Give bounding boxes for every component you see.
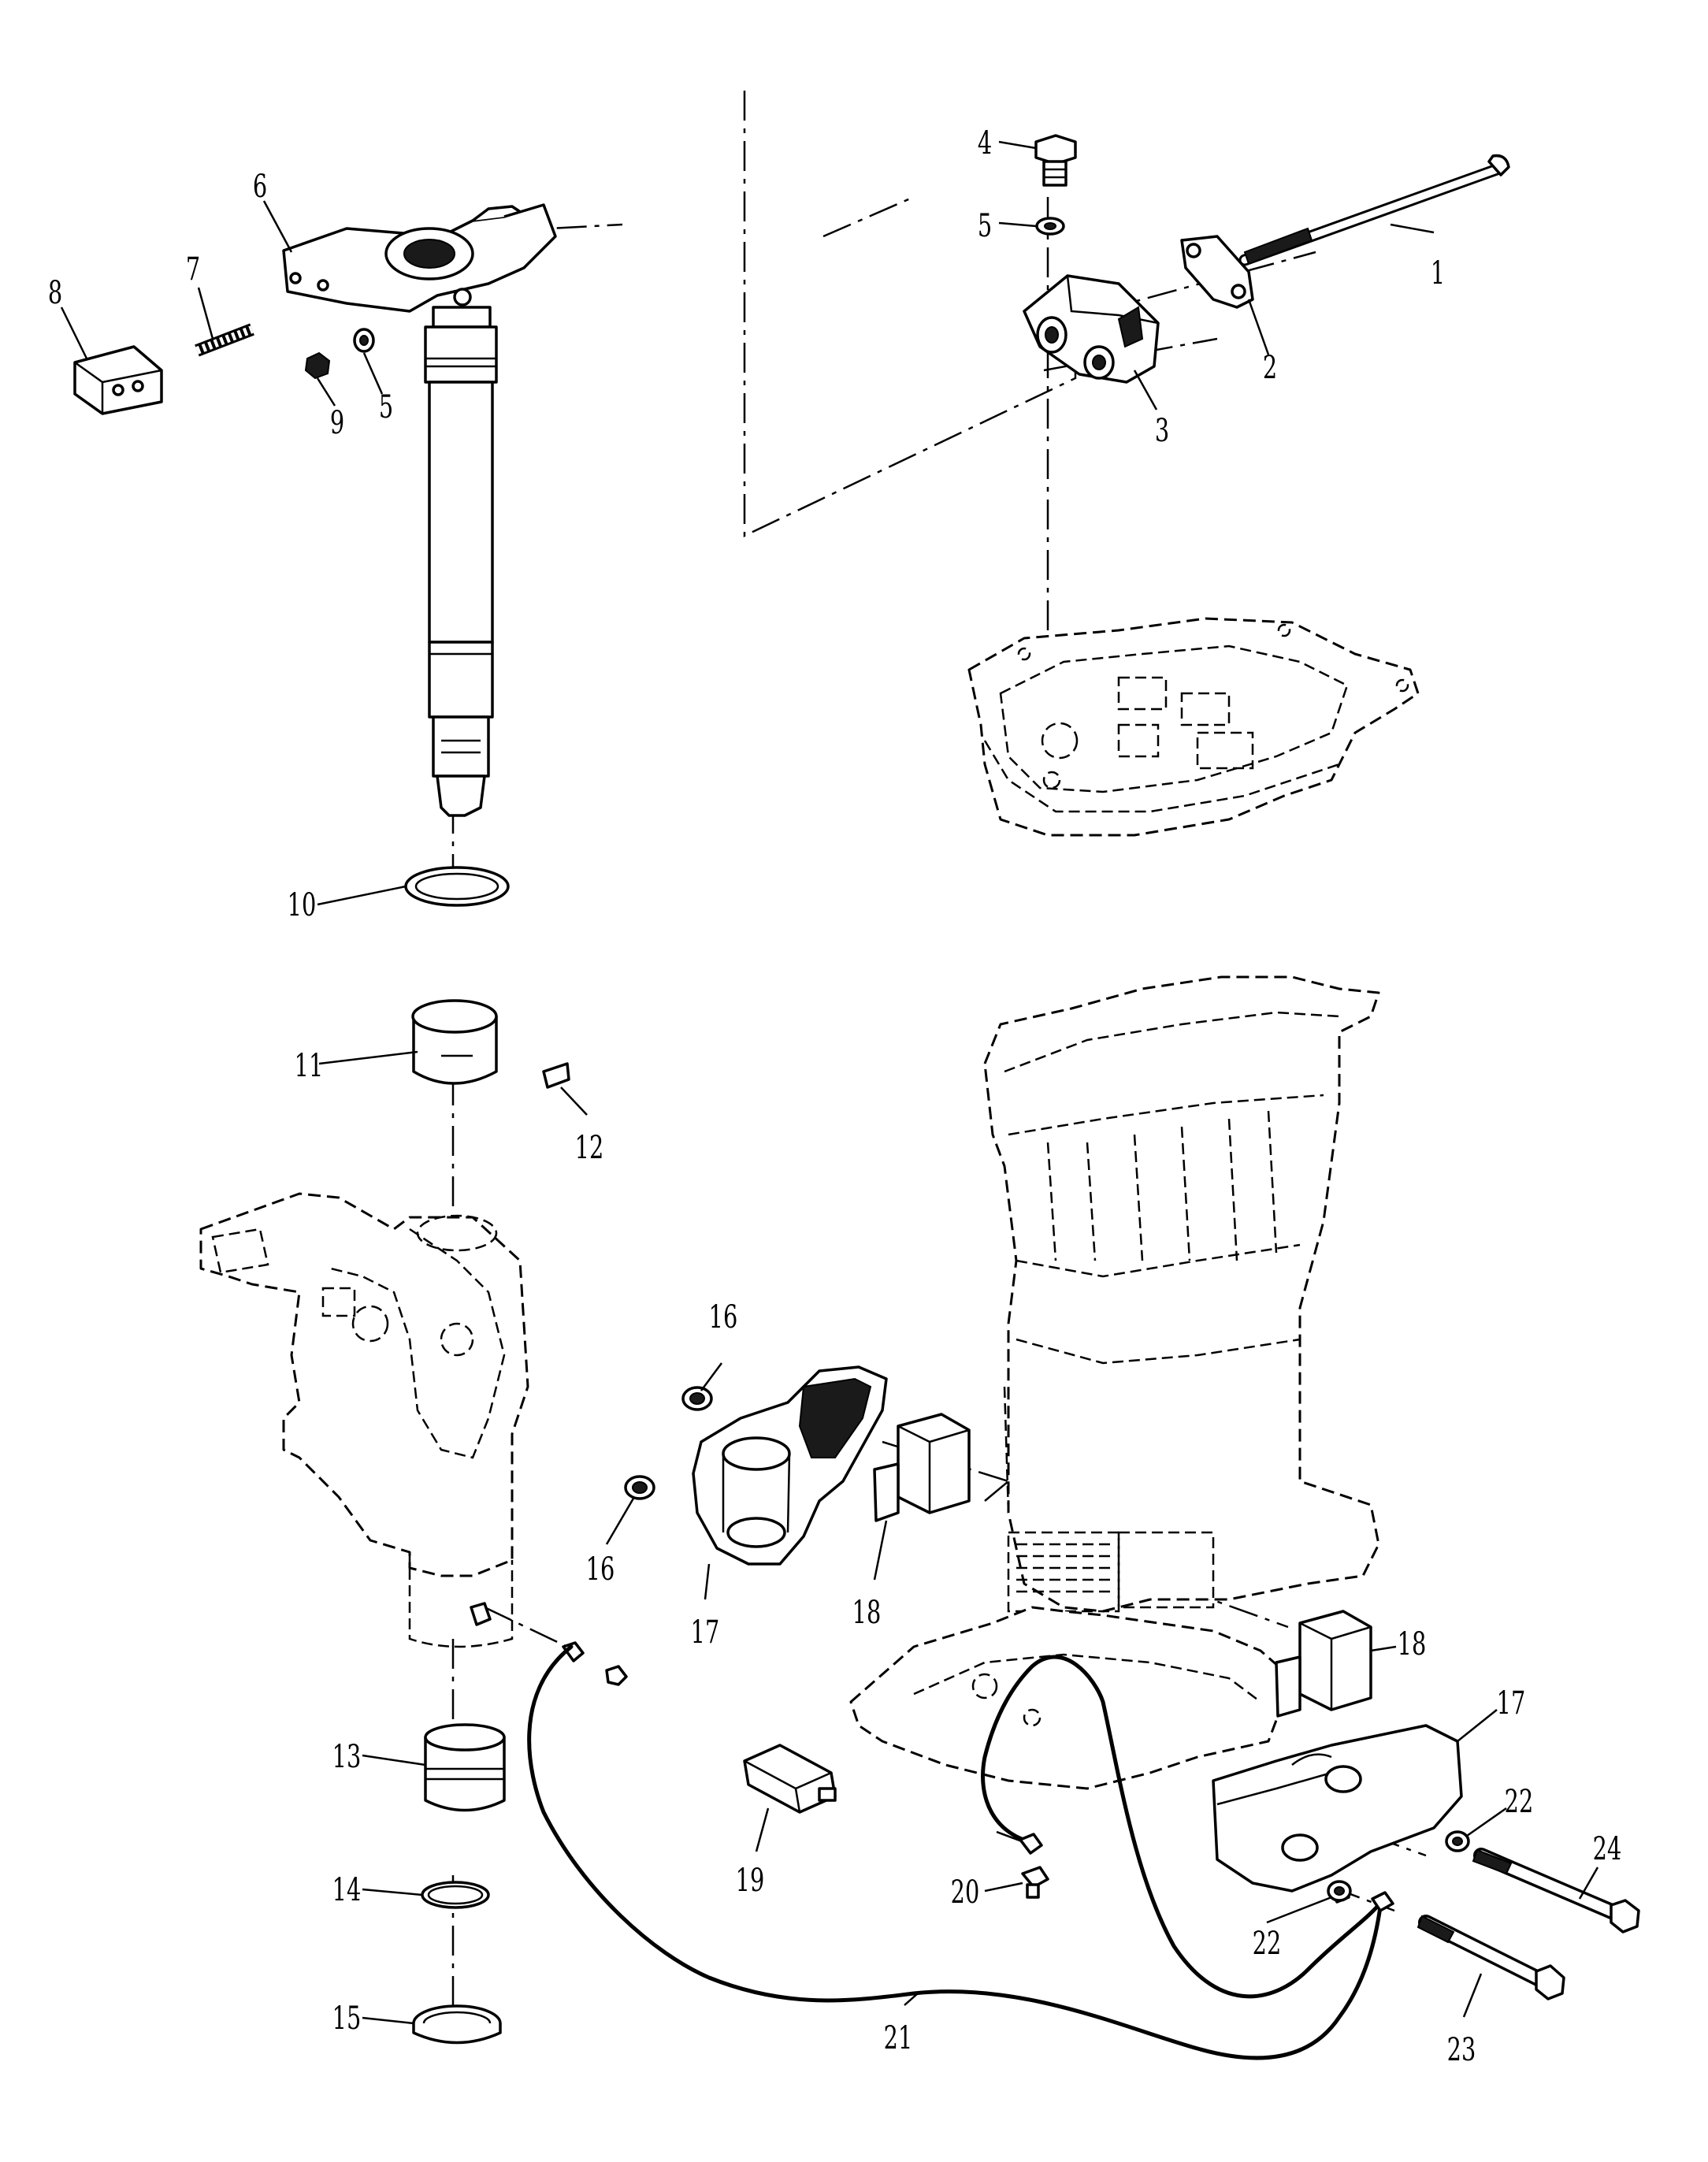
- callout-9: 9: [330, 405, 344, 441]
- leader-lines: [60, 140, 1599, 2025]
- callout-19: 19: [736, 1863, 765, 1899]
- nut-16-upper: [681, 1386, 713, 1411]
- washer-upper: [1035, 217, 1065, 236]
- callout-13: 13: [332, 1739, 362, 1775]
- callout-15: 15: [332, 2000, 362, 2037]
- steering-arm: [282, 203, 557, 313]
- swivel-bracket-reference: [199, 1192, 529, 1648]
- callout-20: 20: [951, 1874, 980, 1911]
- callout-3: 3: [1155, 413, 1169, 449]
- lower-seal: [412, 2004, 502, 2045]
- bushing-upper: [411, 999, 498, 1085]
- washer-22-upper: [1445, 1830, 1470, 1852]
- callout-6: 6: [253, 169, 267, 205]
- bushing-lower: [424, 1723, 506, 1812]
- callout-22-upper: 22: [1505, 1784, 1534, 1820]
- bolt-23: [1417, 1915, 1565, 2000]
- washer-lower: [353, 328, 375, 353]
- screw-20: [1021, 1866, 1049, 1899]
- callout-18-lower: 18: [1398, 1626, 1427, 1662]
- callout-18-upper: 18: [852, 1595, 882, 1631]
- callout-labels: 1 2 3 4 5 5 6 7 8 9 10 11 12 13 14 15 16…: [48, 125, 1621, 2068]
- callout-4: 4: [978, 125, 992, 162]
- callout-16-upper: 16: [709, 1299, 738, 1335]
- callout-17-upper: 17: [691, 1614, 720, 1651]
- callout-23: 23: [1447, 2032, 1476, 2068]
- driveshaft-housing-reference: [849, 975, 1380, 1790]
- bracket-plate: [1180, 235, 1254, 309]
- nut-9: [304, 351, 331, 380]
- mount-housing-lower: [1212, 1724, 1463, 1893]
- block: [73, 345, 163, 415]
- upper-casing-reference: [967, 617, 1420, 837]
- steering-shaft: [424, 306, 498, 817]
- clip: [542, 1062, 570, 1089]
- callout-17-lower: 17: [1497, 1685, 1526, 1722]
- callout-10: 10: [288, 887, 317, 923]
- callout-22-lower: 22: [1253, 1926, 1282, 1962]
- callout-5-upper: 5: [978, 208, 992, 244]
- callout-21: 21: [884, 2020, 913, 2056]
- bolt-24: [1472, 1848, 1640, 1934]
- electronic-module: [743, 1744, 837, 1814]
- rubber-mount-upper: [873, 1413, 971, 1522]
- callout-5-lower: 5: [379, 389, 393, 425]
- callout-11: 11: [295, 1048, 324, 1084]
- long-bolt: [1238, 154, 1510, 266]
- callout-8: 8: [48, 275, 62, 311]
- callout-1: 1: [1431, 255, 1445, 292]
- callout-12: 12: [575, 1130, 604, 1166]
- seal-ring: [404, 866, 510, 907]
- mount-housing-upper: [692, 1365, 888, 1566]
- small-bolt: [1034, 134, 1077, 187]
- stud: [195, 323, 254, 357]
- washer-22-lower: [1327, 1880, 1352, 1902]
- callout-14: 14: [332, 1872, 362, 1908]
- callout-16-lower: 16: [586, 1551, 615, 1588]
- mount-block: [1023, 274, 1160, 384]
- callout-2: 2: [1263, 350, 1277, 386]
- rubber-mount-lower: [1275, 1610, 1372, 1718]
- callout-24: 24: [1593, 1831, 1622, 1867]
- o-ring: [421, 1881, 490, 1909]
- nut-16-lower: [624, 1475, 655, 1500]
- callout-7: 7: [186, 251, 200, 288]
